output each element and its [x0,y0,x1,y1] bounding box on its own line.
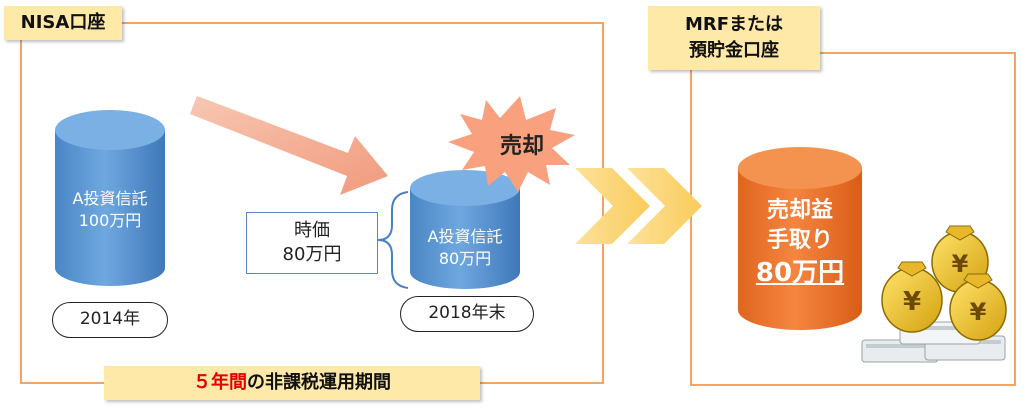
yen-money-bags-icon: ¥ ¥ ¥ [881,225,1007,341]
tax-free-period-label: ５年間の非課税運用期間 [104,366,480,400]
proceeds-label: 売却益 手取り 80万円 [738,196,862,290]
fund-2018-cylinder [410,170,520,289]
proceeds-amount: 80万円 [755,258,845,288]
market-value-brace [377,191,409,289]
svg-text:¥: ¥ [903,287,921,317]
period-rest: の非課税運用期間 [247,372,391,393]
svg-text:¥: ¥ [970,298,987,326]
transfer-chevrons [575,168,702,244]
market-value-box: 時価 80万円 [246,212,378,274]
nisa-account-label: NISA口座 [4,6,122,40]
period-highlight: ５年間 [193,372,247,393]
proceeds-cylinder [738,147,862,330]
fund-2018-label: A投資信託 80万円 [427,227,503,268]
fund-2014-label: A投資信託 100万円 [72,189,148,230]
fund-2014-cylinder [55,110,165,286]
value-decline-arrow [190,96,388,195]
svg-text:¥: ¥ [952,250,969,278]
mrf-account-label: MRFまたは 預貯金口座 [648,6,820,70]
year-end-pill: 2018年末 [400,296,534,332]
sell-starburst-icon [448,96,575,192]
mrf-account-frame [690,52,1016,386]
year-start-pill: 2014年 [52,302,168,338]
sell-label: 売却 [499,134,544,159]
